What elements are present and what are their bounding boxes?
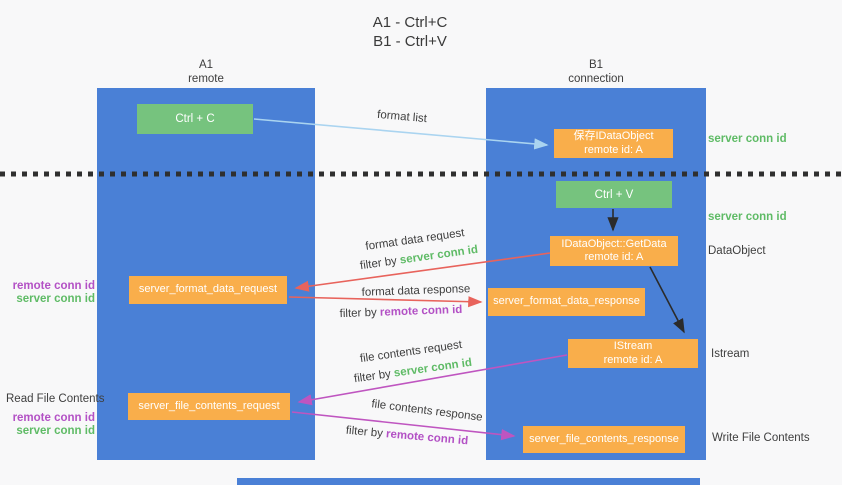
getdata-line1: IDataObject::GetData [561,237,667,250]
ctrl-v-label: Ctrl + V [594,188,634,201]
label-read-file-contents: Read File Contents [6,393,105,405]
label-server-conn-id-right-1: server conn id [708,133,787,145]
lane-b1-role: connection [568,73,624,85]
label-dataobject: DataObject [708,245,766,257]
node-server-file-contents-request: server_file_contents_request [128,393,290,420]
ctrl-c-label: Ctrl + C [175,113,215,125]
lane-header-b1: B1 connection [486,58,706,86]
title-line-a1: A1 - Ctrl+C [372,14,448,31]
getdata-line2: remote id: A [584,251,644,263]
node-server-format-data-request: server_format_data_request [129,276,287,304]
node-server-file-contents-response: server_file_contents_response [523,426,685,453]
format-data-request-arrow [294,252,551,292]
node-server-format-data-response: server_format_data_response [488,288,645,316]
title-line-b1: B1 - Ctrl+V [373,33,447,50]
label-server-conn-id-right-2: server conn id [708,211,787,223]
label-remote-conn-id-left-2: remote conn id [12,412,95,424]
istream-line1: IStream [613,340,653,352]
label-write-file-contents: Write File Contents [712,432,810,444]
file-contents-response-arrow [291,411,516,441]
save-idataobject-line2: remote id: A [584,143,643,156]
format-request-label: server_format_data_request [138,283,278,296]
file-request-label: server_file_contents_request [138,399,280,412]
diagram-title: A1 - Ctrl+C B1 - Ctrl+V [0,13,820,51]
getdata-to-istream-arrow [649,266,685,334]
node-idataobject-getdata: IDataObject::GetData remote id: A [550,236,678,266]
label-remote-conn-id-left-1: remote conn id [12,280,95,292]
format-list-arrow [253,118,549,150]
lane-b1-name: B1 [588,59,604,71]
bottom-blue-strip [237,478,700,485]
istream-line2: remote id: A [603,353,663,366]
format-data-response-arrow [288,296,483,308]
node-ctrl-v: Ctrl + V [556,181,672,208]
save-idataobject-line1: 保存IDataObject [573,130,654,142]
label-istream-side: Istream [711,348,750,360]
lane-header-a1: A1 remote [97,58,315,86]
format-response-label: server_format_data_response [493,295,640,308]
lane-a1-name: A1 [198,59,214,71]
lane-a1-role: remote [188,73,224,85]
node-ctrl-c: Ctrl + C [137,104,253,134]
file-contents-request-arrow [297,354,568,406]
file-response-label: server_file_contents_response [529,432,679,445]
node-istream: IStream remote id: A [568,339,698,368]
node-save-idataobject: 保存IDataObject remote id: A [554,129,673,158]
filter-by-text: filter by [339,306,381,321]
label-server-conn-id-left-2: server conn id [16,425,95,437]
label-server-conn-id-left-1: server conn id [16,293,95,305]
